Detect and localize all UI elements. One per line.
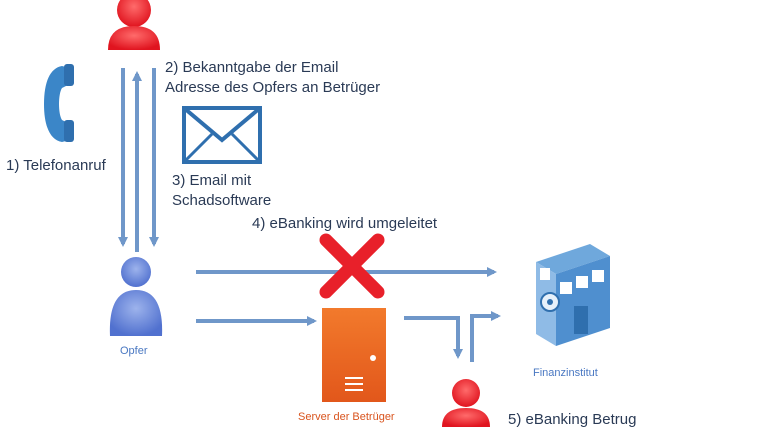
server-icon	[322, 308, 386, 402]
step2-label-line2: Adresse des Opfers an Betrüger	[165, 79, 381, 96]
telephone-icon	[44, 64, 74, 142]
step3-label-line2: Schadsoftware	[172, 192, 272, 209]
step2-label-line1: 2) Bekanntgabe der Email	[165, 59, 339, 76]
server-routing-arrows	[404, 311, 501, 362]
step5-label: 5) eBanking Betrug	[508, 411, 637, 428]
bank-label: Finanzinstitut	[533, 367, 598, 379]
victim-label: Opfer	[120, 345, 148, 357]
envelope-icon	[182, 106, 262, 164]
attacker-top-icon	[108, 0, 160, 50]
step3-label-line1: 3) Email mit	[172, 172, 252, 189]
vertical-arrows	[118, 68, 159, 252]
step1-label: 1) Telefonanruf	[6, 157, 106, 174]
red-x-icon	[319, 233, 385, 299]
step4-label: 4) eBanking wird umgeleitet	[252, 215, 438, 232]
attacker-bottom-icon	[442, 379, 490, 427]
victim-person-icon	[109, 257, 163, 336]
server-label: Server der Betrüger	[298, 411, 395, 423]
bank-building-icon	[536, 244, 610, 346]
